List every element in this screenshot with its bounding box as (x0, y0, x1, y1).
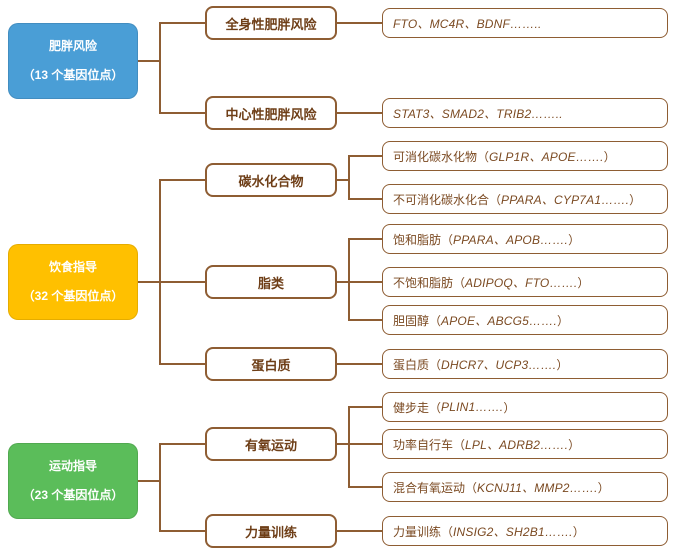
gene-box-cholesterol: 胆固醇（ APOE、ABCG5……. ） (382, 305, 668, 335)
gene-box-suffix: ） (503, 400, 516, 415)
gene-box-suffix: ） (572, 524, 585, 539)
category-box-lipids: 脂类 (205, 265, 337, 299)
gene-box-suffix: ） (577, 275, 590, 290)
connector-line (337, 530, 382, 532)
gene-box-prefix: 不可消化碳水化合（ (393, 192, 502, 207)
category-box-aerobic-exercise: 有氧运动 (205, 427, 337, 461)
connector-line (348, 155, 382, 157)
gene-box-prefix: 健步走（ (393, 400, 442, 415)
gene-box-central-obesity-genes: STAT3、SMAD2、TRIB2…….. (382, 98, 668, 128)
gene-box-mixed-aerobic: 混合有氧运动（ KCNJ11、MMP2……. ） (382, 472, 668, 502)
category-box-carbohydrates: 碳水化合物 (205, 163, 337, 197)
gene-box-prefix: 力量训练（ (393, 524, 454, 539)
gene-names: FTO、MC4R、BDNF…….. (393, 16, 542, 31)
connector-line (348, 406, 382, 408)
connector-line (348, 238, 382, 240)
gene-names: LPL、ADRB2……. (465, 437, 569, 452)
gene-box-suffix: ） (556, 357, 569, 372)
gene-box-digestible-carbs: 可消化碳水化物（ GLP1R、APOE……. ） (382, 141, 668, 171)
group-subtitle: （23 个基因位点） (22, 488, 124, 503)
category-box-general-obesity: 全身性肥胖风险 (205, 6, 337, 40)
group-title: 肥胖风险 (48, 38, 97, 53)
connector-line (337, 281, 350, 283)
group-box-obesity-risk: 肥胖风险 （13 个基因位点） (8, 23, 138, 99)
gene-box-prefix: 可消化碳水化物（ (393, 149, 490, 164)
connector-line (337, 443, 350, 445)
group-subtitle: （13 个基因位点） (22, 68, 124, 83)
connector-line (348, 198, 382, 200)
gene-box-prefix: 饱和脂肪（ (393, 232, 454, 247)
connector-line (159, 112, 205, 114)
gene-box-suffix: ） (568, 437, 581, 452)
gene-box-suffix: ） (603, 149, 616, 164)
connector-line (159, 443, 205, 445)
gene-names: STAT3、SMAD2、TRIB2…….. (393, 106, 563, 121)
gene-names: GLP1R、APOE……. (489, 149, 604, 164)
gene-names: PLIN1……. (441, 400, 504, 414)
gene-box-suffix: ） (568, 232, 581, 247)
group-subtitle: （32 个基因位点） (22, 289, 124, 304)
connector-line (348, 155, 350, 200)
gene-box-unsaturated-fat: 不饱和脂肪（ ADIPOQ、FTO……. ） (382, 267, 668, 297)
connector-line (138, 480, 160, 482)
gene-box-suffix: ） (597, 480, 610, 495)
connector-line (159, 179, 205, 181)
connector-line (159, 530, 205, 532)
gene-box-suffix: ） (629, 192, 642, 207)
connector-line (348, 238, 350, 321)
group-box-exercise-guidance: 运动指导 （23 个基因位点） (8, 443, 138, 519)
connector-line (348, 486, 382, 488)
gene-box-protein: 蛋白质（ DHCR7、UCP3……. ） (382, 349, 668, 379)
category-box-strength-training: 力量训练 (205, 514, 337, 548)
gene-names: KCNJ11、MMP2……. (477, 480, 598, 495)
connector-line (159, 443, 161, 532)
connector-line (337, 363, 382, 365)
gene-names: INSIG2、SH2B1……. (453, 524, 573, 539)
category-box-protein: 蛋白质 (205, 347, 337, 381)
connector-line (337, 112, 382, 114)
gene-names: DHCR7、UCP3……. (441, 357, 557, 372)
group-title: 饮食指导 (48, 259, 97, 274)
connector-line (348, 281, 382, 283)
gene-box-prefix: 不饱和脂肪（ (393, 275, 466, 290)
connector-line (138, 60, 160, 62)
category-box-central-obesity: 中心性肥胖风险 (205, 96, 337, 130)
connector-line (348, 443, 382, 445)
connector-line (159, 179, 161, 365)
connector-line (348, 319, 382, 321)
gene-box-general-obesity-genes: FTO、MC4R、BDNF…….. (382, 8, 668, 38)
connector-line (337, 179, 350, 181)
gene-box-saturated-fat: 饱和脂肪（ PPARA、APOB……. ） (382, 224, 668, 254)
gene-box-prefix: 胆固醇（ (393, 313, 442, 328)
connector-line (348, 406, 350, 488)
connector-line (337, 22, 382, 24)
gene-box-prefix: 功率自行车（ (393, 437, 466, 452)
gene-names: ADIPOQ、FTO……. (465, 275, 578, 290)
connector-line (159, 22, 205, 24)
gene-box-suffix: ） (556, 313, 569, 328)
gene-box-prefix: 混合有氧运动（ (393, 480, 478, 495)
gene-box-strength-training: 力量训练（ INSIG2、SH2B1……. ） (382, 516, 668, 546)
connector-line (159, 363, 205, 365)
gene-box-power-cycling: 功率自行车（ LPL、ADRB2……. ） (382, 429, 668, 459)
group-title: 运动指导 (48, 458, 97, 473)
gene-box-prefix: 蛋白质（ (393, 357, 442, 372)
gene-names: PPARA、APOB……. (453, 232, 569, 247)
connector-line (138, 281, 206, 283)
group-box-diet-guidance: 饮食指导 （32 个基因位点） (8, 244, 138, 320)
gene-names: APOE、ABCG5……. (441, 313, 557, 328)
gene-box-brisk-walking: 健步走（ PLIN1……. ） (382, 392, 668, 422)
gene-names: PPARA、CYP7A1……. (501, 192, 630, 207)
connector-line (159, 22, 161, 114)
gene-box-indigestible-carbs: 不可消化碳水化合（ PPARA、CYP7A1……. ） (382, 184, 668, 214)
